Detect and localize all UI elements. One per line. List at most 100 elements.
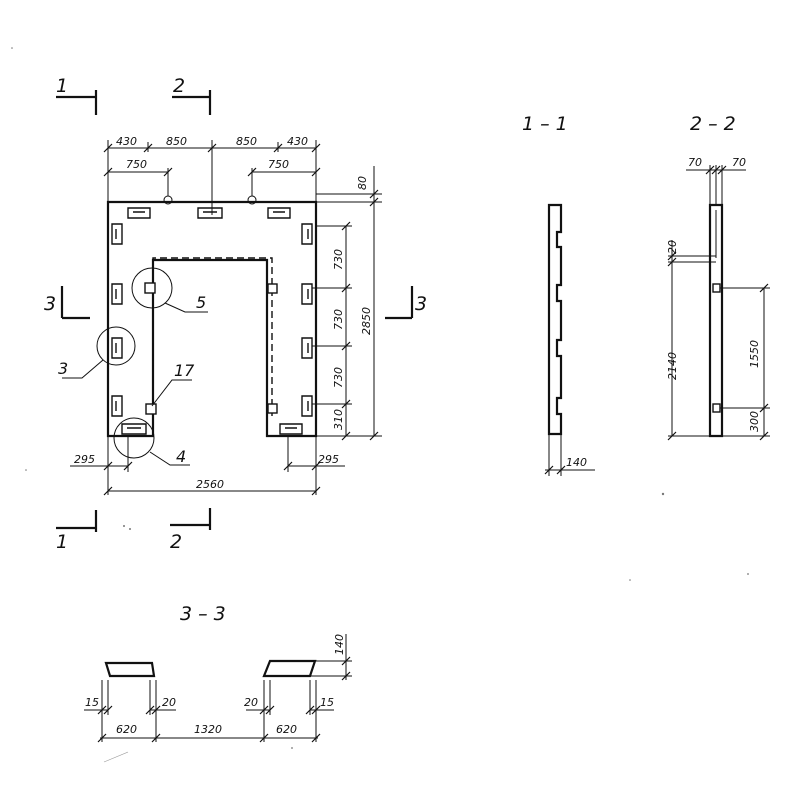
section-2-2-dim-70-right: 70 xyxy=(732,156,746,169)
callout-circle-4 xyxy=(113,417,155,459)
section-3-3-dim-20-right: 20 xyxy=(244,696,258,709)
section-2-2-embed-bottom xyxy=(712,403,721,413)
cut-1-top-label: 1 xyxy=(56,75,68,97)
embed-inner-17 xyxy=(145,403,157,415)
section-3-3-title: 3 – 3 xyxy=(180,603,226,625)
section-2-2-dim-2140: 2140 xyxy=(666,352,679,380)
callouts: 5 3 4 17 xyxy=(58,267,208,466)
cut-1-top-line xyxy=(56,90,98,115)
dim-ticks-750 xyxy=(103,167,321,177)
section-2-2-title: 2 – 2 xyxy=(690,113,736,135)
section-3-3: 3 – 3 140 15 20 20 15 620 1320 620 xyxy=(84,603,352,743)
dim-right-730-c: 730 xyxy=(332,367,345,388)
dim-ext-right xyxy=(312,225,382,437)
section-3-3-dim-620-right: 620 xyxy=(276,723,297,736)
section-2-2: 2 – 2 70 70 20 2140 1550 300 xyxy=(666,113,770,441)
cut-1-bottom-line xyxy=(56,510,98,532)
embed-left-3 xyxy=(111,337,123,359)
section-2-2-dim-300: 300 xyxy=(748,411,761,432)
dim-right-730-a: 730 xyxy=(332,249,345,270)
section-2-2-right-ticks xyxy=(759,283,769,441)
section-1-1: 1 – 1 140 xyxy=(522,113,595,476)
embed-bottom-left xyxy=(121,423,147,435)
section-3-3-dim-1320: 1320 xyxy=(194,723,222,736)
callout-label-17: 17 xyxy=(174,361,195,380)
embed-left-1 xyxy=(111,223,123,245)
dim-right-2850: 2850 xyxy=(360,307,373,335)
embed-right-2 xyxy=(301,283,313,305)
embed-top-2 xyxy=(197,207,223,219)
callout-leader-5 xyxy=(164,302,208,313)
embed-top-1 xyxy=(127,207,151,219)
embed-right-3 xyxy=(301,337,313,359)
scan-specks xyxy=(11,47,749,763)
dim-bottom-295-left: 295 xyxy=(74,453,95,466)
cut-3-left-line xyxy=(60,286,90,320)
embedded-parts xyxy=(111,195,313,435)
section-2-2-dim-20: 20 xyxy=(666,240,679,254)
section-3-3-dim-15-left: 15 xyxy=(85,696,99,709)
callout-leader-4 xyxy=(149,451,190,466)
dim-ticks-bottom xyxy=(103,461,321,496)
cut-2-top-line xyxy=(172,90,212,115)
section-3-3-ext-lines xyxy=(101,680,317,742)
section-1-1-title: 1 – 1 xyxy=(522,113,568,135)
dim-bottom-2560: 2560 xyxy=(196,478,224,491)
callout-label-3: 3 xyxy=(58,359,68,378)
dim-right-80: 80 xyxy=(356,176,369,190)
callout-leader-3 xyxy=(62,359,104,379)
cut-markers: 1 2 1 2 3 3 xyxy=(44,75,427,553)
callout-label-5: 5 xyxy=(196,293,206,312)
section-3-3-left-profile xyxy=(104,661,156,678)
dim-right-730-b: 730 xyxy=(332,309,345,330)
embed-inner-right-low xyxy=(267,403,278,414)
section-3-3-dim-140-lines xyxy=(310,634,352,680)
embed-bottom-right xyxy=(279,423,303,435)
callout-circle-3 xyxy=(96,326,136,366)
dim-right-310: 310 xyxy=(332,409,345,430)
callout-label-4: 4 xyxy=(176,447,186,466)
section-1-1-ticks xyxy=(544,465,566,475)
callout-circle-5 xyxy=(131,267,173,309)
section-2-2-dim-1550: 1550 xyxy=(748,340,761,368)
dim-top-750-right: 750 xyxy=(268,158,289,171)
dim-top-430-right: 430 xyxy=(287,135,308,148)
dim-top-430-left: 430 xyxy=(116,135,137,148)
callout-leader-17 xyxy=(151,379,192,407)
embed-inner-5 xyxy=(144,282,156,294)
dim-top-850-left: 850 xyxy=(166,135,187,148)
dim-ticks-right xyxy=(341,189,379,441)
embed-left-2 xyxy=(111,283,123,305)
embed-right-4 xyxy=(301,395,313,417)
cut-2-top-label: 2 xyxy=(173,75,185,97)
plan-right-dims: 80 730 730 730 310 2850 xyxy=(312,166,382,441)
dim-top-850-right: 850 xyxy=(236,135,257,148)
cut-3-left-label: 3 xyxy=(44,293,56,315)
section-1-1-profile xyxy=(547,203,563,436)
section-1-1-dim-lines xyxy=(545,434,595,476)
section-3-3-dim-620-left: 620 xyxy=(116,723,137,736)
section-2-2-embed-top xyxy=(712,283,721,293)
dim-ext-top xyxy=(107,140,317,215)
section-3-3-dim-20-left: 20 xyxy=(162,696,176,709)
cut-3-right-line xyxy=(385,286,414,320)
cut-3-right-label: 3 xyxy=(415,293,427,315)
plan-view: 5 3 4 17 430 850 850 430 750 750 xyxy=(58,135,382,496)
section-2-2-left-dims xyxy=(668,240,716,437)
section-3-3-dim-140: 140 xyxy=(333,634,346,655)
section-3-3-main-ticks xyxy=(97,733,321,743)
section-3-3-dim-15-right: 15 xyxy=(320,696,334,709)
embed-top-3 xyxy=(267,207,291,219)
embed-inner-right xyxy=(267,283,278,294)
section-2-2-left-ticks xyxy=(667,251,677,441)
section-3-3-right-profile xyxy=(262,659,317,678)
dim-ext-right-top xyxy=(316,193,382,203)
embed-left-4 xyxy=(111,395,123,417)
cut-2-bottom-line xyxy=(170,508,212,530)
embed-right-1 xyxy=(301,223,313,245)
plan-bottom-dims: 295 295 2560 xyxy=(70,436,345,496)
section-3-3-dim-140-ticks xyxy=(341,656,351,681)
cut-2-bottom-label: 2 xyxy=(170,531,182,553)
dim-ticks-top xyxy=(103,143,321,153)
